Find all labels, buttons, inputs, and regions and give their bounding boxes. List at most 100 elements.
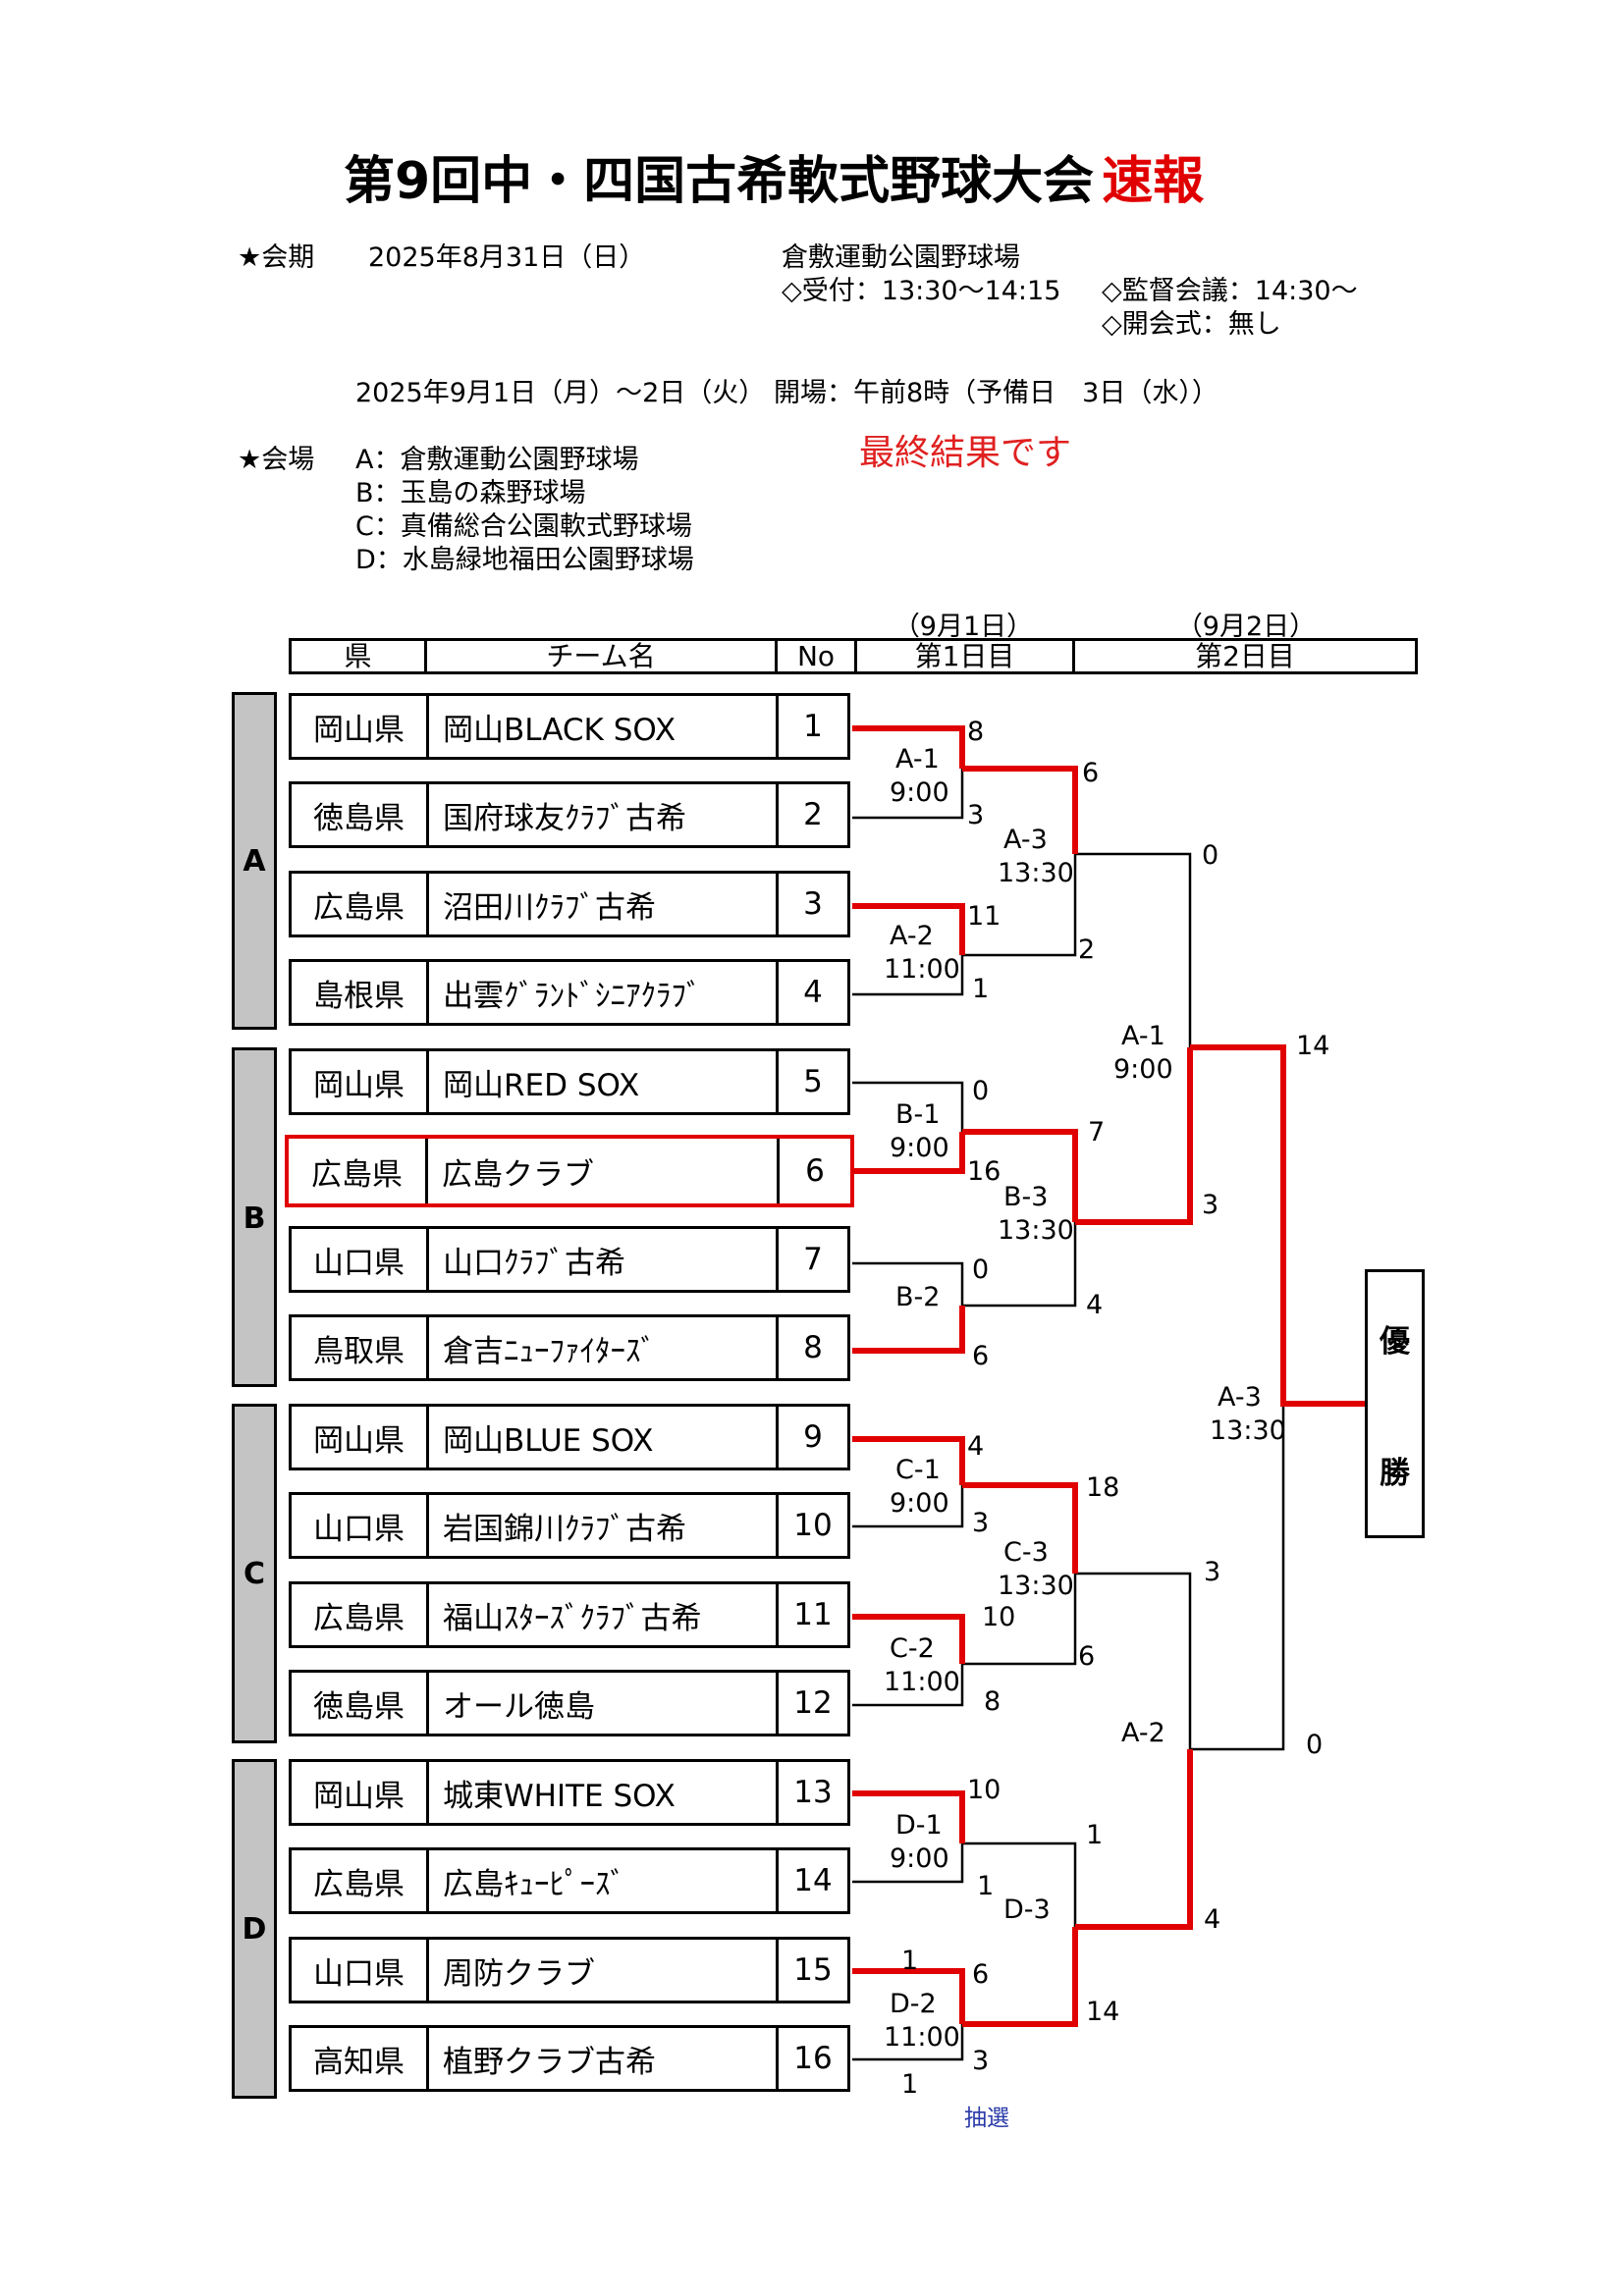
score: 18 bbox=[1086, 1472, 1120, 1503]
meeting-opening: ◇開会式：無し bbox=[1102, 309, 1281, 340]
game-time: 9:00 bbox=[890, 1843, 949, 1874]
header-day2: 第2日目 bbox=[1072, 638, 1418, 674]
team-no: 4 bbox=[803, 975, 823, 1010]
score: 7 bbox=[1088, 1117, 1106, 1148]
score: 4 bbox=[1086, 1290, 1104, 1320]
score: 14 bbox=[1296, 1031, 1330, 1061]
game-time: 13:30 bbox=[1210, 1415, 1286, 1446]
team-pref: 徳島県 bbox=[292, 784, 429, 845]
score: 3 bbox=[967, 800, 985, 830]
group-bar-c bbox=[232, 1404, 277, 1743]
team-name: 国府球友ｸﾗﾌﾞ古希 bbox=[429, 784, 779, 845]
team-row: 徳島県 オール徳島 12 bbox=[289, 1670, 850, 1736]
group-letter-d: D bbox=[242, 1912, 267, 1947]
day1-date: （9月1日） bbox=[893, 612, 1034, 642]
score: 3 bbox=[1204, 1557, 1221, 1587]
team-row: 広島県 沼田川ｸﾗﾌﾞ古希 3 bbox=[289, 871, 850, 937]
schedule-opening-time: 開場：午前8時（予備日 3日（水）） bbox=[774, 378, 1218, 408]
venue-d: D：水島緑地福田公園野球場 bbox=[355, 545, 694, 575]
page-title: 第9回中・四国古希軟式野球大会速報 bbox=[344, 139, 1204, 213]
team-name: 広島ｷｭｰﾋﾟｰｽﾞ bbox=[429, 1850, 779, 1911]
team-name: 城東WHITE SOX bbox=[429, 1762, 779, 1823]
team-pref: 岡山県 bbox=[292, 1762, 429, 1823]
team-name: 倉吉ﾆｭｰﾌｧｲﾀｰｽﾞ bbox=[429, 1317, 779, 1378]
game-code: C-3 bbox=[1003, 1537, 1049, 1568]
team-pref: 岡山県 bbox=[292, 696, 429, 757]
game-time: 9:00 bbox=[890, 1133, 949, 1163]
team-row: 山口県 岩国錦川ｸﾗﾌﾞ古希 10 bbox=[289, 1492, 850, 1559]
score: 0 bbox=[1306, 1730, 1324, 1760]
score: 10 bbox=[982, 1602, 1016, 1632]
venue-c: C：真備総合公園軟式野球場 bbox=[355, 511, 692, 542]
game-code: A-3 bbox=[1003, 825, 1048, 855]
game-time: 11:00 bbox=[884, 2022, 960, 2053]
team-pref: 山口県 bbox=[292, 1495, 429, 1556]
meeting-date: 2025年8月31日（日） bbox=[368, 242, 646, 273]
team-no: 15 bbox=[793, 1952, 833, 1988]
team-name: 出雲ｸﾞﾗﾝﾄﾞｼﾆｱｸﾗﾌﾞ bbox=[429, 962, 779, 1023]
team-row: 高知県 植野クラブ古希 16 bbox=[289, 2025, 850, 2092]
team-name: 福山ｽﾀｰｽﾞｸﾗﾌﾞ古希 bbox=[429, 1584, 779, 1645]
game-time: 9:00 bbox=[890, 777, 949, 808]
team-no: 1 bbox=[803, 709, 823, 744]
group-letter-b: B bbox=[243, 1201, 266, 1236]
game-code: A-2 bbox=[1121, 1718, 1165, 1748]
game-code: D-2 bbox=[890, 1989, 937, 2019]
score: 2 bbox=[1078, 934, 1096, 965]
game-code: C-1 bbox=[895, 1455, 941, 1485]
team-pref: 山口県 bbox=[292, 1229, 429, 1290]
day2-date: （9月2日） bbox=[1175, 612, 1317, 642]
group-letter-c: C bbox=[243, 1557, 266, 1591]
score: 3 bbox=[1202, 1190, 1219, 1220]
score: 6 bbox=[972, 1959, 990, 1990]
meeting-label: ★会期 bbox=[238, 242, 315, 273]
team-no: 14 bbox=[793, 1863, 833, 1898]
team-no: 5 bbox=[803, 1064, 823, 1099]
game-code: A-3 bbox=[1218, 1382, 1262, 1413]
game-time: 9:00 bbox=[890, 1488, 949, 1519]
score: 1 bbox=[901, 1946, 919, 1976]
group-letter-a: A bbox=[243, 844, 266, 879]
champion-label-1: 優 bbox=[1380, 1323, 1410, 1360]
game-time: 11:00 bbox=[884, 954, 960, 985]
team-name: 沼田川ｸﾗﾌﾞ古希 bbox=[429, 874, 779, 934]
team-no: 11 bbox=[793, 1597, 833, 1632]
score: 1 bbox=[972, 974, 990, 1004]
score: 3 bbox=[972, 2046, 990, 2076]
team-pref: 岡山県 bbox=[292, 1051, 429, 1112]
score: 10 bbox=[967, 1775, 1001, 1805]
team-name: 山口ｸﾗﾌﾞ古希 bbox=[429, 1229, 779, 1290]
meeting-reception: ◇受付：13:30～14:15 bbox=[782, 276, 1061, 306]
team-row: 岡山県 城東WHITE SOX 13 bbox=[289, 1759, 850, 1826]
score: 0 bbox=[972, 1255, 990, 1285]
group-bar-a bbox=[232, 692, 277, 1030]
game-code: A-2 bbox=[890, 921, 934, 951]
score: 11 bbox=[967, 901, 1001, 932]
score: 4 bbox=[967, 1431, 985, 1462]
score: 1 bbox=[901, 2069, 919, 2100]
header-team-name: チーム名 bbox=[424, 638, 778, 674]
meeting-venue: 倉敷運動公園野球場 bbox=[782, 242, 1020, 273]
score: 1 bbox=[1086, 1820, 1104, 1850]
score: 1 bbox=[977, 1871, 995, 1901]
team-name: 岡山BLUE SOX bbox=[429, 1407, 779, 1468]
team-row: 山口県 山口ｸﾗﾌﾞ古希 7 bbox=[289, 1226, 850, 1293]
team-pref: 山口県 bbox=[292, 1940, 429, 2001]
team-row: 広島県 福山ｽﾀｰｽﾞｸﾗﾌﾞ古希 11 bbox=[289, 1581, 850, 1648]
game-code: B-3 bbox=[1003, 1182, 1049, 1212]
team-pref: 広島県 bbox=[292, 1584, 429, 1645]
team-no: 7 bbox=[803, 1242, 823, 1277]
game-code: A-1 bbox=[895, 744, 940, 774]
score: 8 bbox=[967, 717, 985, 747]
meeting-manager-meeting: ◇監督会議：14:30～ bbox=[1102, 276, 1358, 306]
team-name: オール徳島 bbox=[429, 1673, 779, 1734]
score: 16 bbox=[967, 1156, 1001, 1187]
game-code: B-2 bbox=[895, 1282, 941, 1312]
team-pref: 広島県 bbox=[292, 874, 429, 934]
team-pref: 広島県 bbox=[292, 1850, 429, 1911]
team-row: 岡山県 岡山BLACK SOX 1 bbox=[289, 693, 850, 760]
header-day1: 第1日目 bbox=[854, 638, 1075, 674]
team-name: 岡山RED SOX bbox=[429, 1051, 779, 1112]
score: 6 bbox=[1082, 758, 1100, 788]
score: 6 bbox=[1078, 1641, 1096, 1672]
